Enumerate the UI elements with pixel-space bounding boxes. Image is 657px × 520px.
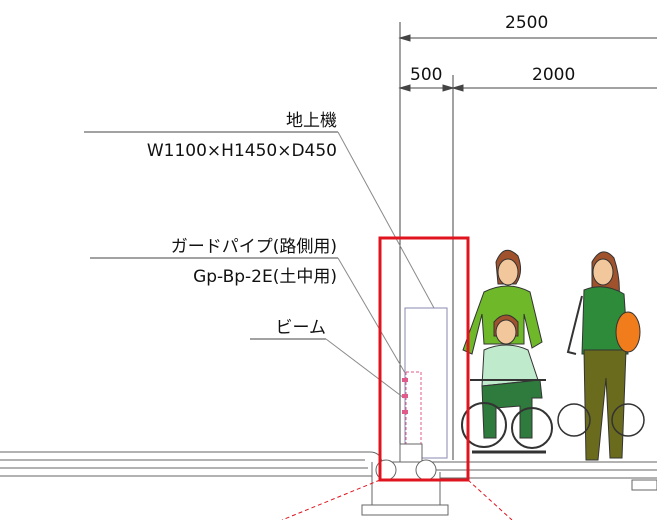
highlight-box: [378, 236, 470, 482]
callout-guard-pipe: ガードパイプ(路側用) Gp-Bp-2E(土中用): [90, 237, 409, 379]
ground-unit-cabinet: [404, 307, 448, 459]
ground-unit-name: 地上機: [286, 111, 337, 131]
curb-gutter: [361, 459, 657, 516]
detail-leader-lines: [281, 479, 513, 520]
beam-marks: [402, 378, 408, 414]
foundation-block: [399, 443, 423, 463]
walking-person-with-bag: [557, 251, 645, 461]
dimension-right: 2000: [532, 65, 575, 85]
wheelchair-with-patient: [461, 314, 553, 454]
callout-beam: ビーム: [250, 318, 405, 399]
dimension-total: 2500: [505, 13, 548, 33]
guard-pipe-model: Gp-Bp-2E(土中用): [193, 267, 337, 287]
guard-pipe-name: ガードパイプ(路側用): [171, 237, 337, 257]
dimension-lines: [398, 22, 657, 460]
dimension-left: 500: [410, 65, 442, 85]
road-surface-lines: [0, 451, 657, 479]
callout-ground-unit: 地上機 W1100×H1450×D450: [84, 111, 435, 309]
beam-name: ビーム: [276, 318, 327, 338]
ground-unit-size: W1100×H1450×D450: [147, 141, 337, 161]
